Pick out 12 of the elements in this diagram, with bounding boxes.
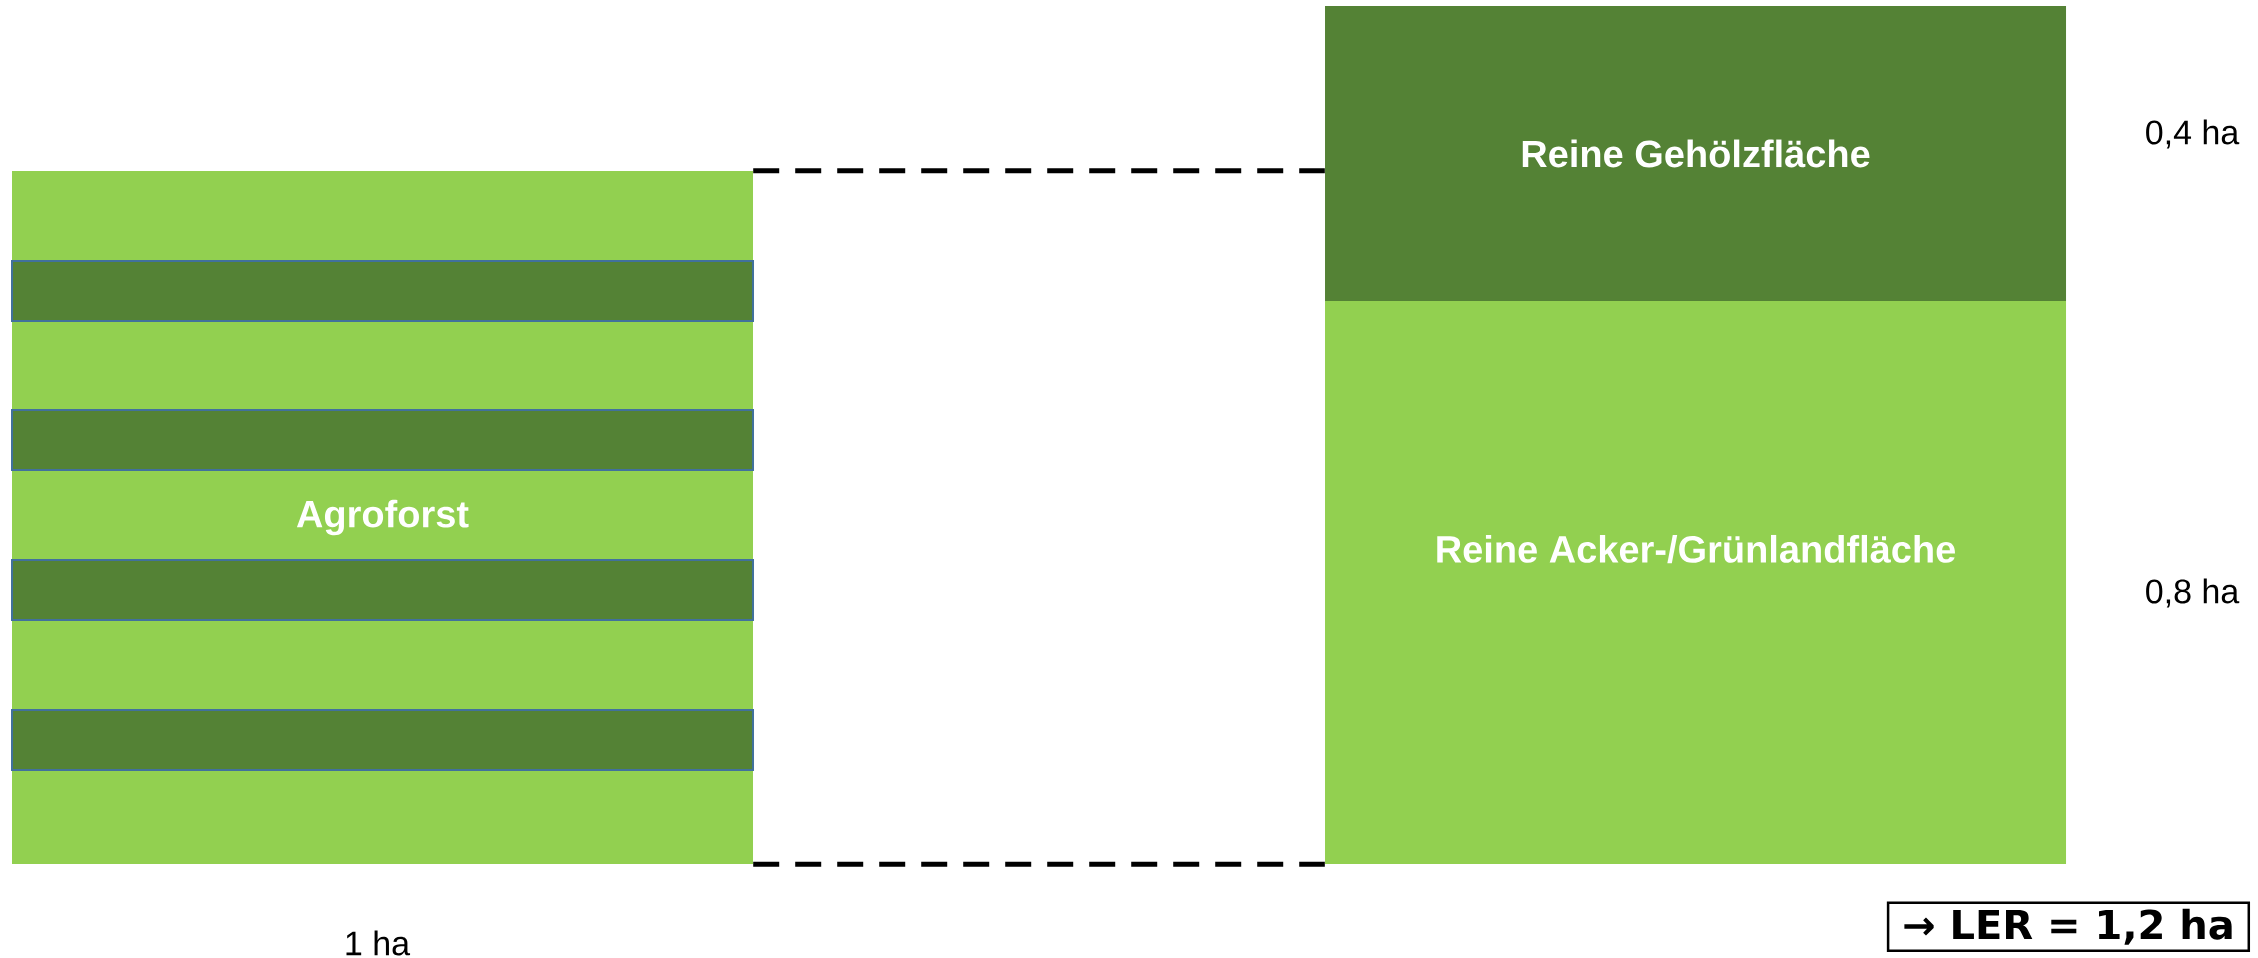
tree-strip (11, 409, 754, 471)
result-box: → LER = 1,2 ha (1886, 901, 2251, 952)
area-label: 0,8 ha (2146, 578, 2240, 608)
dashed-line (753, 168, 1325, 174)
tree-strip (11, 260, 754, 322)
woodland-area: Reine Gehölzfläche (1325, 6, 2067, 301)
tree-strip (11, 559, 754, 621)
cropland-area: Reine Acker-/Grünlandfläche (1325, 301, 2067, 864)
area-label: 0,4 ha (2146, 119, 2240, 149)
tree-strip (11, 709, 754, 771)
dashed-line (753, 861, 1325, 867)
area-label: 1 ha (346, 930, 411, 956)
